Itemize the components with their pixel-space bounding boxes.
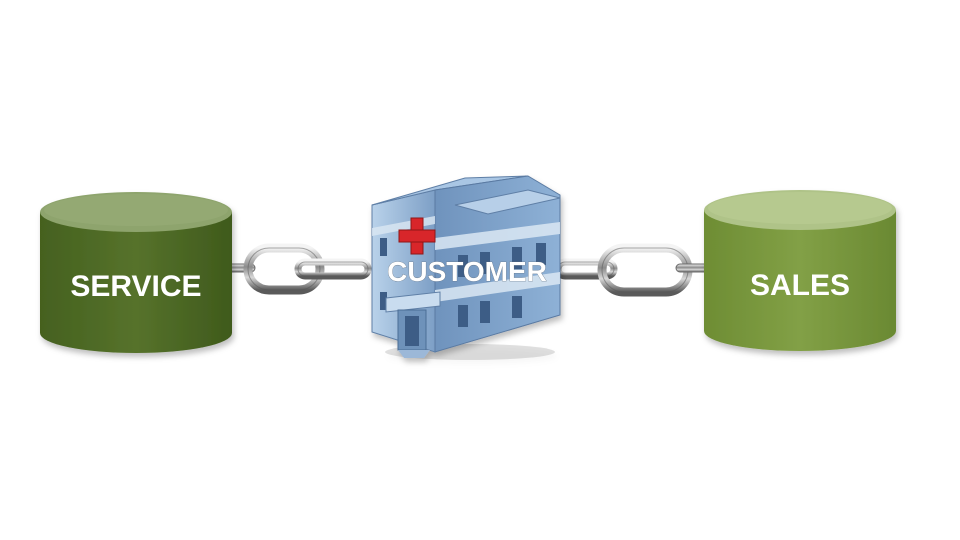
chain-left-icon [224,243,372,295]
sales-cylinder [704,190,896,351]
hospital-building-icon [371,175,561,360]
sales-label: SALES [750,269,850,302]
chain-right-icon [554,243,711,297]
customer-label: CUSTOMER [387,256,547,287]
service-label: SERVICE [70,270,201,303]
service-cylinder [40,192,232,353]
red-cross-icon [398,217,436,255]
